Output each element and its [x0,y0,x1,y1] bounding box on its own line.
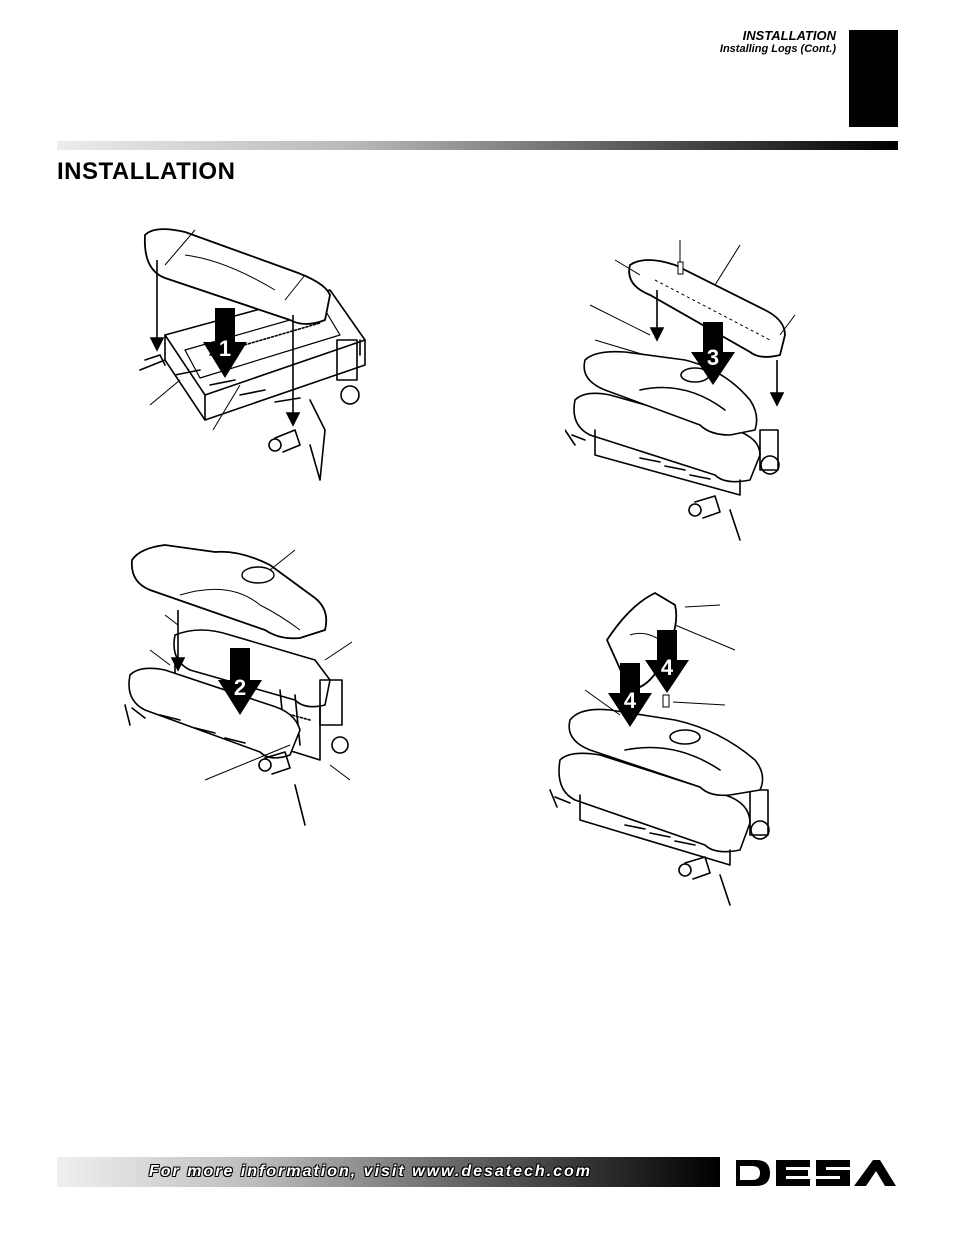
figure-step-2: 2 [124,544,353,826]
header-rule [57,141,898,150]
footer-link-text[interactable]: For more information, visit www.desatech… [149,1163,593,1180]
step-number-2: 2 [234,675,246,700]
header-section: INSTALLATION [742,28,836,43]
desa-logo [730,1160,896,1186]
figure-step-3: 3 [565,240,796,541]
page-title: INSTALLATION [57,158,236,185]
step-number-1: 1 [219,336,231,361]
page-tab [849,30,898,127]
figure-step-4: 4 4 [549,591,770,906]
footer-bar: For more information, visit www.desatech… [57,1157,720,1187]
step-number-4a: 4 [661,655,674,680]
figure-step-1: 1 [139,228,366,481]
header-subsection: Installing Logs (Cont.) [719,43,836,55]
running-header: INSTALLATION Installing Logs (Cont.) [600,28,836,56]
step-number-3: 3 [707,345,719,370]
step-number-4b: 4 [624,688,637,713]
